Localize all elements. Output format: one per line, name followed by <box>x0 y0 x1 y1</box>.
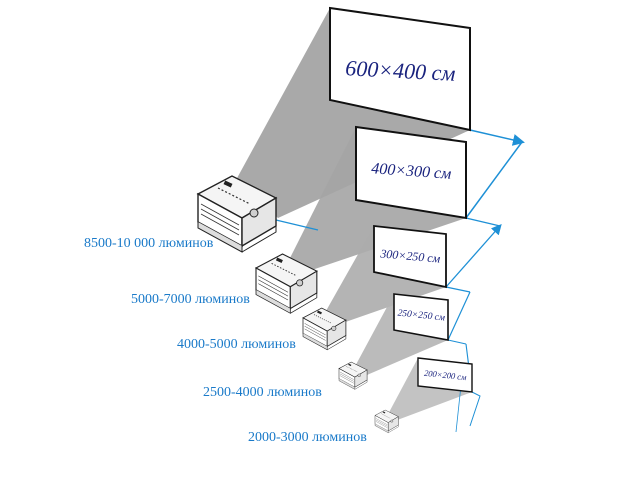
beam-200x200 <box>386 358 472 422</box>
guide-7 <box>469 391 481 427</box>
beam-600x400 <box>236 8 470 218</box>
screen-200x200: 200×200 см <box>417 357 473 393</box>
guide-5 <box>447 339 467 345</box>
arrow-top <box>469 129 525 146</box>
screen-size-label: 250×250 см <box>397 309 445 324</box>
screen-size-label: 600×400 см <box>345 55 456 86</box>
guide-2 <box>465 217 501 227</box>
brightness-label: 8500-10 000 люминов <box>84 236 214 251</box>
screen-600x400: 600×400 см <box>329 6 471 132</box>
screen-size-label: 400×300 см <box>371 160 452 183</box>
screen-250x250: 250×250 см <box>393 293 449 341</box>
brightness-label: 5000-7000 люминов <box>131 292 250 307</box>
brightness-label: 2000-3000 люминов <box>248 430 367 445</box>
screen-300x250: 300×250 см <box>373 224 447 289</box>
guide-projector-1 <box>275 219 319 231</box>
arrow-diag-2 <box>445 224 502 288</box>
beam-250x250 <box>352 294 448 378</box>
brightness-label: 4000-5000 люминов <box>177 337 296 352</box>
screen-size-label: 300×250 см <box>379 246 441 265</box>
beam-300x250 <box>322 226 446 326</box>
guide-3 <box>445 286 471 293</box>
guide-4 <box>447 291 471 341</box>
screen-400x300: 400×300 см <box>355 125 467 220</box>
brightness-label: 2500-4000 люминов <box>203 385 322 400</box>
screen-size-label: 200×200 см <box>424 368 468 382</box>
brightness-labels: 8500-10 000 люминов 5000-7000 люминов 40… <box>84 236 367 445</box>
arrow-diag-1 <box>465 141 523 219</box>
